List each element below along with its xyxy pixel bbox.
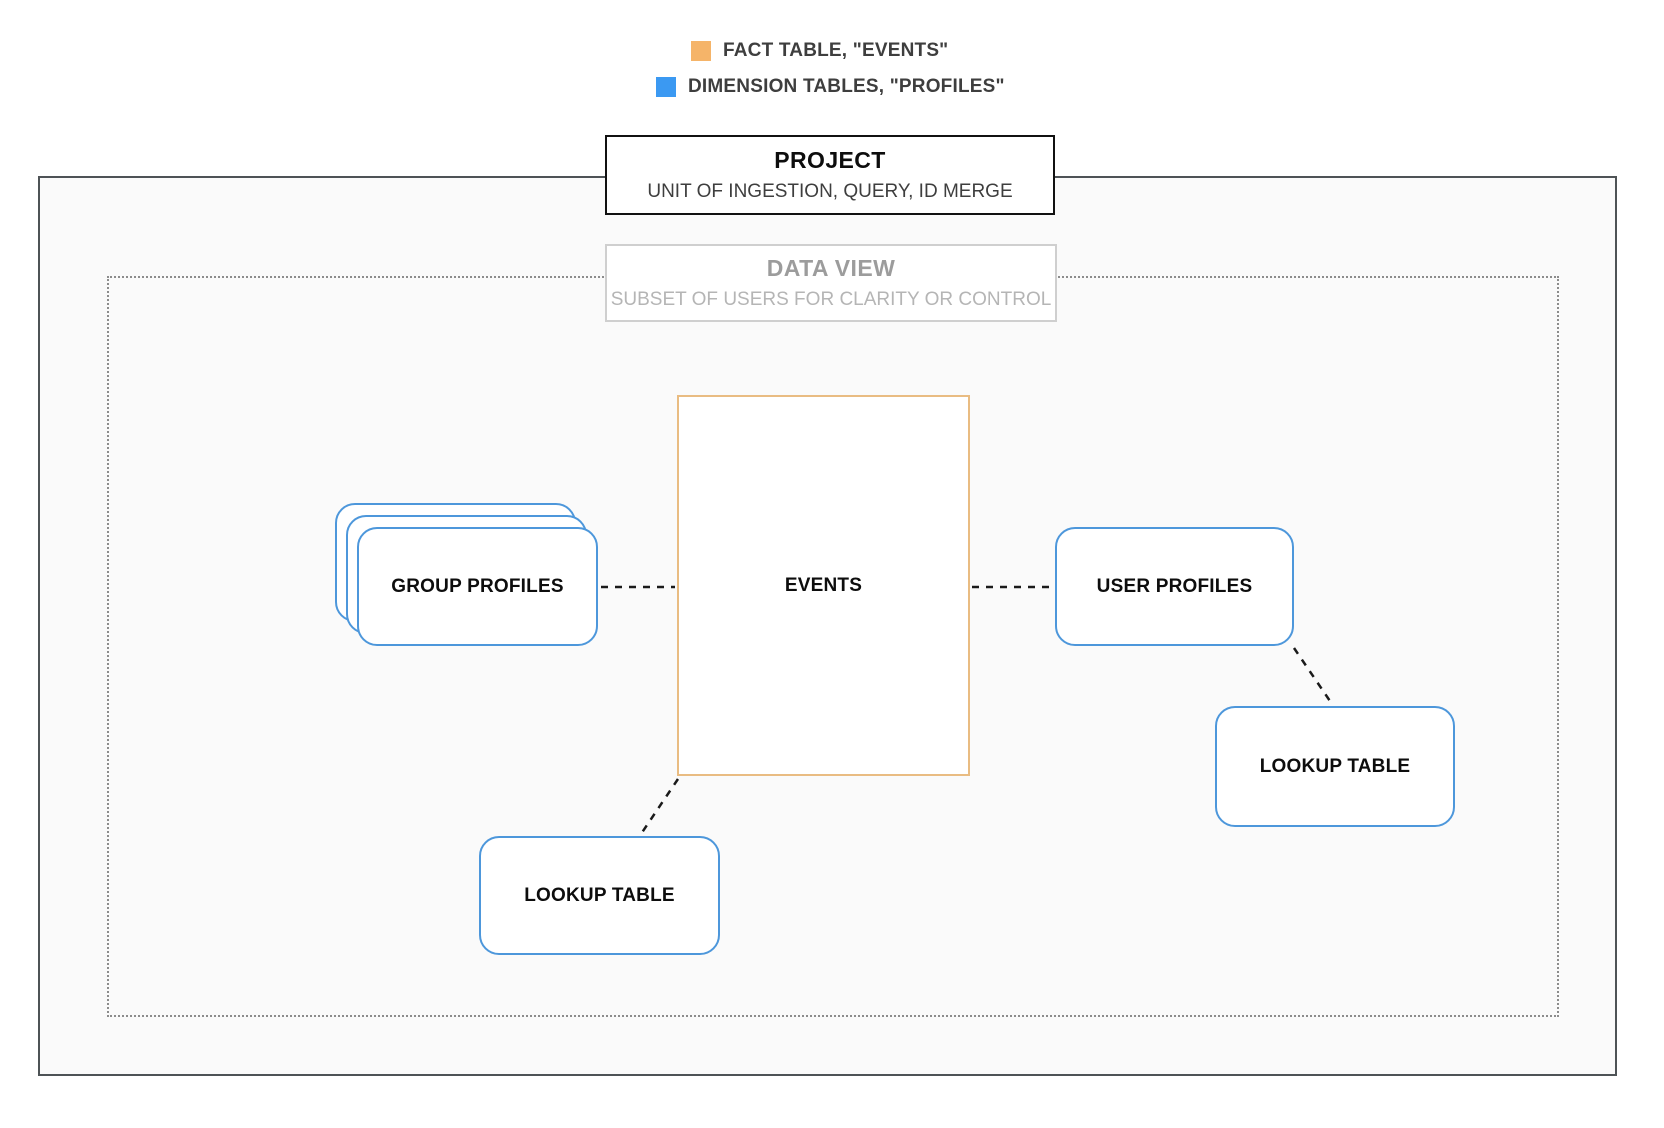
node-group-profiles-stack: GROUP PROFILES	[335, 503, 598, 646]
node-events: EVENTS	[677, 395, 970, 776]
fact-table-swatch-icon	[691, 41, 711, 61]
node-lookup-table-right: LOOKUP TABLE	[1215, 706, 1455, 827]
node-lookup-table-right-label: LOOKUP TABLE	[1259, 755, 1411, 777]
node-user-profiles-label: USER PROFILES	[1096, 575, 1253, 597]
node-user-profiles: USER PROFILES	[1055, 527, 1294, 646]
legend-label-fact: FACT TABLE, "EVENTS"	[723, 40, 949, 61]
node-lookup-table-bottom: LOOKUP TABLE	[479, 836, 720, 955]
legend-item-dimension: DIMENSION TABLES, "PROFILES"	[656, 75, 1005, 99]
project-subtitle: UNIT OF INGESTION, QUERY, ID MERGE	[647, 181, 1013, 202]
node-lookup-table-bottom-label: LOOKUP TABLE	[524, 884, 675, 906]
legend-label-dimension: DIMENSION TABLES, "PROFILES"	[688, 76, 1005, 97]
data-view-title: DATA VIEW	[766, 255, 896, 281]
node-events-label: EVENTS	[784, 574, 863, 596]
project-title: PROJECT	[774, 147, 886, 173]
data-view-box: DATA VIEW SUBSET OF USERS FOR CLARITY OR…	[605, 244, 1057, 322]
node-group-profiles: GROUP PROFILES	[357, 527, 598, 646]
data-view-subtitle: SUBSET OF USERS FOR CLARITY OR CONTROL	[610, 289, 1052, 310]
dimension-table-swatch-icon	[656, 77, 676, 97]
project-box: PROJECT UNIT OF INGESTION, QUERY, ID MER…	[605, 135, 1055, 215]
legend-item-fact: FACT TABLE, "EVENTS"	[691, 39, 948, 63]
node-group-profiles-label: GROUP PROFILES	[391, 575, 564, 597]
